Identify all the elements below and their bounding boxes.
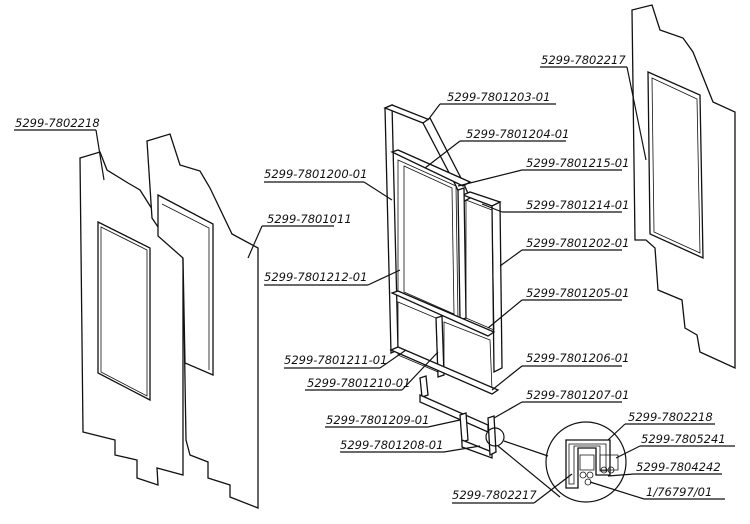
- label-5299-7801215-01: 5299-7801215-01: [526, 156, 629, 170]
- label-5299-7801206-01: 5299-7801206-01: [526, 351, 629, 365]
- left-front-panel-window: [157, 193, 214, 376]
- label-5299-7801200-01: 5299-7801200-01: [264, 167, 367, 181]
- label-5299-7801203-01: 5299-7801203-01: [447, 90, 550, 104]
- section-detail: [497, 421, 627, 503]
- label-5299-7801211-01: 5299-7801211-01: [284, 353, 387, 367]
- label-detail-5299-7804242: 5299-7804242: [636, 460, 721, 474]
- right-panel-window: [647, 70, 704, 260]
- label-5299-7802218-left: 5299-7802218: [15, 116, 100, 130]
- label-5299-7801207-01: 5299-7801207-01: [526, 388, 629, 402]
- label-detail-1-76797-01: 1/76797/01: [646, 485, 712, 499]
- label-5299-7802217-top: 5299-7802217: [541, 53, 626, 67]
- label-5299-7801210-01: 5299-7801210-01: [307, 376, 410, 390]
- label-5299-7801209-01: 5299-7801209-01: [326, 413, 429, 427]
- center-frame: [383, 104, 505, 459]
- label-5299-7802217-bottom: 5299-7802217: [452, 488, 537, 502]
- label-5299-7801202-01: 5299-7801202-01: [526, 236, 629, 250]
- left-back-panel-window-inner: [100, 226, 148, 397]
- leader-lines: [14, 66, 735, 504]
- left-back-panel-window: [97, 220, 151, 402]
- label-5299-7801205-01: 5299-7801205-01: [526, 286, 629, 300]
- label-5299-7801011: 5299-7801011: [267, 212, 352, 226]
- left-front-panel-window-inner: [161, 203, 210, 370]
- label-5299-7801208-01: 5299-7801208-01: [340, 438, 443, 452]
- label-5299-7801204-01: 5299-7801204-01: [466, 127, 569, 141]
- label-detail-5299-7802218: 5299-7802218: [628, 410, 713, 424]
- label-detail-5299-7805241: 5299-7805241: [641, 432, 726, 446]
- label-5299-7801214-01: 5299-7801214-01: [526, 198, 629, 212]
- label-5299-7801212-01: 5299-7801212-01: [264, 270, 367, 284]
- right-panel-window-inner: [651, 77, 701, 254]
